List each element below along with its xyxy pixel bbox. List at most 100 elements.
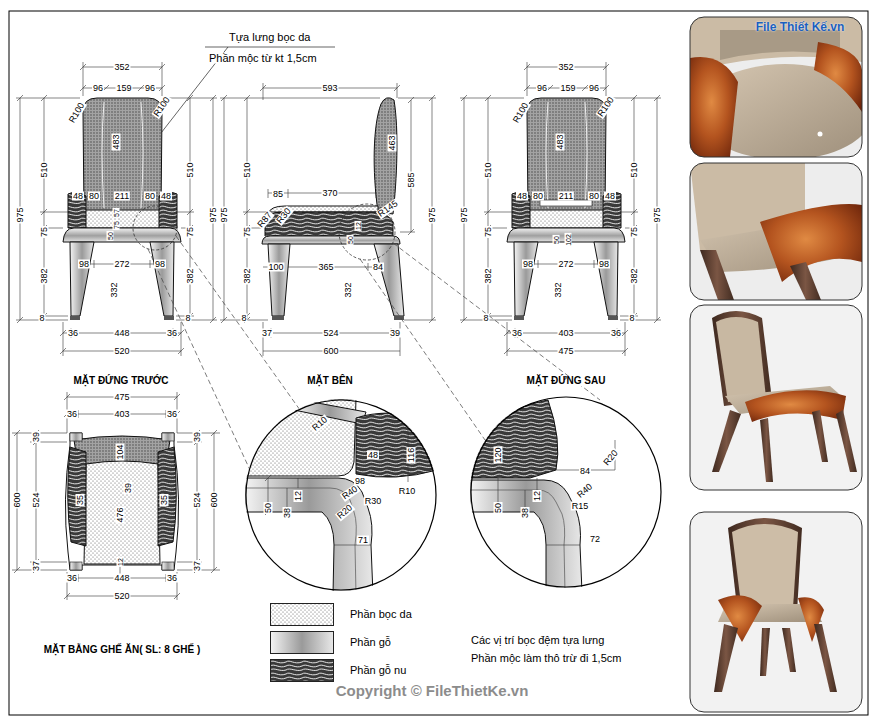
legend-item: Phần gỗ nu — [270, 659, 530, 681]
render-photo — [690, 163, 862, 300]
seat-rail — [262, 236, 400, 244]
section-detail — [245, 488, 356, 595]
front-elevation — [16, 62, 217, 356]
legend-text: Phần gỗ nu — [350, 665, 406, 676]
render-photo — [836, 410, 857, 472]
burl-arm — [158, 447, 176, 546]
detail-dimension: R15 — [571, 502, 590, 511]
dimension-label: 448 — [113, 329, 130, 338]
circle-outline — [470, 396, 662, 588]
dimension-label: 332 — [110, 281, 119, 298]
render-photo — [690, 305, 862, 490]
dimension-label: 159 — [115, 84, 132, 93]
render-photo — [812, 410, 828, 462]
dimension-label: 96 — [144, 84, 156, 93]
render-photo — [690, 512, 862, 712]
dimension-label: 159 — [559, 84, 576, 93]
leg-top — [162, 433, 174, 441]
dimension-label: 975 — [428, 206, 437, 223]
backrest — [83, 98, 162, 212]
dimension-label: 36 — [66, 574, 78, 583]
dimension-label: 50 — [553, 235, 560, 245]
watermark: Copyright © FileThietKe.vn — [335, 683, 530, 698]
detail-dimension: 12 — [294, 490, 303, 502]
dimension-label: 524 — [32, 491, 41, 508]
plan-view — [12, 392, 220, 600]
dimension-label: 382 — [484, 267, 493, 284]
dimension-label: 524 — [322, 329, 339, 338]
render-photo — [712, 311, 857, 482]
dimension-label: 975 — [653, 206, 662, 223]
section-detail — [265, 430, 408, 545]
legend-swatch — [270, 659, 334, 682]
dimension-label: 463 — [388, 134, 397, 151]
dimension-label: 520 — [113, 592, 130, 601]
dimension-label: 332 — [344, 281, 353, 298]
section-detail — [245, 478, 373, 595]
detail-dimension: R10 — [310, 415, 330, 434]
dimension-label: 510 — [40, 161, 49, 178]
dimension-label: 80 — [88, 192, 100, 201]
dimension-label: 100 — [267, 263, 284, 272]
burl-arm — [68, 447, 86, 546]
dimension-label: 39 — [389, 329, 401, 338]
seat-rail — [63, 228, 181, 242]
render-photo — [782, 628, 796, 672]
render-photo — [690, 57, 738, 157]
burl-arm — [68, 192, 86, 228]
render-photo — [690, 305, 862, 490]
dimension-label: 476 — [116, 506, 125, 523]
dimension-label: 98 — [78, 260, 90, 269]
note-text: Các vị trí bọc đệm tựa lưng — [470, 635, 605, 646]
legend-swatch — [271, 660, 334, 682]
dimension-label: 593 — [321, 84, 338, 93]
dimension-label: 475 — [557, 347, 574, 356]
section-detail — [294, 399, 366, 424]
render-photo — [690, 17, 873, 712]
legend-item: Phần gỗ — [270, 631, 530, 653]
dimension-label: 8 — [184, 314, 191, 323]
dimension-label: 96 — [588, 84, 600, 93]
detail-dimension: R20 — [335, 503, 355, 522]
dimension-label: 600 — [210, 491, 219, 508]
render-photo — [790, 262, 821, 300]
note-text: Tựa lưng bọc da — [228, 32, 311, 43]
section-detail — [470, 400, 558, 478]
dimension-label: 75 — [243, 226, 252, 238]
dimension-label: 39 — [124, 482, 133, 494]
section-detail — [470, 480, 582, 592]
dimension-label: 352 — [557, 63, 574, 72]
dimension-label: 12 — [355, 221, 362, 231]
dimension-label: 104 — [116, 443, 125, 460]
dimension-label: 510 — [186, 161, 195, 178]
section-detail — [470, 396, 662, 592]
dimension-label: 975 — [209, 206, 218, 223]
dimension-label: 84 — [372, 263, 384, 272]
dimension-label: 510 — [630, 161, 639, 178]
render-photo — [712, 410, 741, 472]
section-detail — [356, 413, 437, 477]
dimension-label: 585 — [407, 171, 416, 188]
dimension-label: 85 — [272, 190, 284, 199]
dimension-label: 98 — [154, 260, 166, 269]
dimension-label: 600 — [322, 347, 339, 356]
detail-dimension: 38 — [283, 507, 292, 519]
legend-text: Phần gỗ — [350, 637, 391, 648]
detail-dimension: R40 — [340, 484, 360, 502]
leg-top — [162, 562, 174, 570]
dimension-label: 382 — [186, 267, 195, 284]
render-photo — [745, 390, 846, 422]
dimension-label: 75 — [484, 226, 493, 238]
dimension-label: 37 — [32, 560, 41, 572]
dimension-label: 75 — [113, 220, 120, 230]
dimension-label: 75 — [630, 226, 639, 238]
render-photo — [690, 17, 862, 157]
dimension-label: 80 — [532, 192, 544, 201]
dimension-label: 8 — [240, 314, 247, 323]
dimension-label: 12 — [117, 557, 124, 567]
legend-swatch — [271, 604, 334, 626]
render-photo — [712, 311, 772, 406]
dimension-label: 36 — [166, 410, 178, 419]
dimension-label: 80 — [144, 192, 156, 201]
dimension-label: 272 — [113, 260, 130, 269]
